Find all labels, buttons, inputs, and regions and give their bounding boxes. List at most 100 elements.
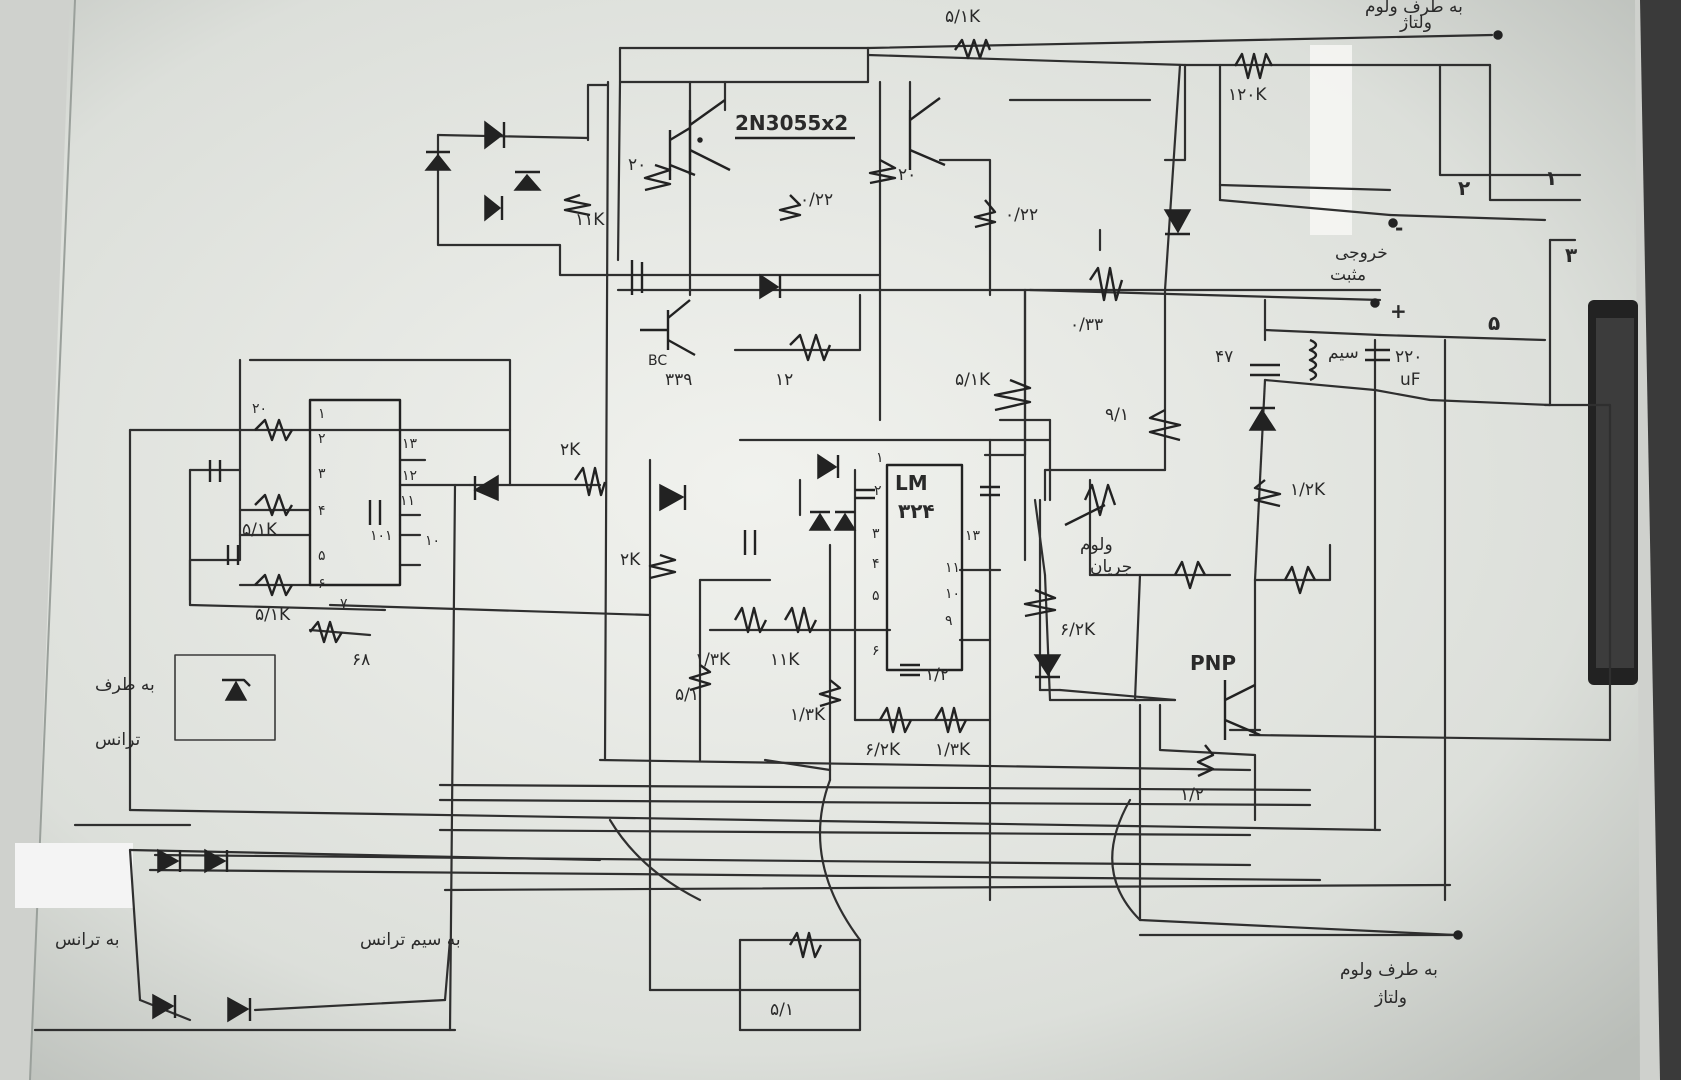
lm-pin-4: ۴ bbox=[872, 556, 880, 572]
inductor-coil bbox=[1308, 338, 1318, 382]
terminal-top-right bbox=[1493, 30, 1503, 40]
label-cap-47: ۴۷ bbox=[1215, 347, 1233, 367]
label-bottom-right-2: ولتاژ bbox=[1374, 988, 1407, 1008]
label-current-pot-2: جریان bbox=[1090, 557, 1132, 577]
ic-pin-7: ۷ bbox=[340, 596, 348, 612]
ic-pin-2: ۲ bbox=[318, 431, 326, 447]
label-output-2: مثبت bbox=[1330, 265, 1366, 285]
label-out-neg: - bbox=[1395, 216, 1403, 240]
diode-bl-1 bbox=[157, 848, 182, 874]
capacitor-47 bbox=[1250, 363, 1280, 377]
label-bc: BC bbox=[648, 353, 667, 369]
lm-pin-3: ۳ bbox=[872, 526, 880, 542]
label-r-12: ۱۲ bbox=[775, 370, 793, 390]
label-r-2k-left: ۲K bbox=[620, 550, 641, 570]
resistor-5-1k-mid bbox=[993, 378, 1032, 412]
ic-pin-4: ۴ bbox=[318, 503, 326, 519]
label-current-pot-1: ولوم bbox=[1080, 535, 1113, 555]
lm-pin-11: ۱۱ bbox=[945, 560, 960, 576]
ic-pin-11: ۱۱ bbox=[400, 493, 415, 509]
diode-bl-2 bbox=[204, 848, 229, 874]
resistor-0-33 bbox=[1089, 266, 1124, 302]
diode-bl-3 bbox=[152, 993, 177, 1020]
capacitor-ic-b bbox=[226, 545, 240, 565]
resistor-022-right bbox=[973, 199, 997, 229]
label-r-11k-b: ۱۱K bbox=[770, 650, 800, 670]
label-r-2k-in: ۲K bbox=[560, 440, 581, 460]
resistor-11k-b bbox=[783, 606, 818, 634]
lm324-body bbox=[885, 463, 964, 672]
label-top-right-1: به طرف ولوم bbox=[1365, 0, 1463, 17]
pot-pnp-b bbox=[1283, 565, 1317, 595]
ic-pin-10: ۱۰ bbox=[425, 533, 440, 549]
label-r-120k: ۱۲۰K bbox=[1228, 85, 1267, 105]
label-out-pos: + bbox=[1390, 299, 1407, 323]
resistor-5-1-bottom bbox=[788, 931, 823, 959]
label-r-11k: ۱۱K bbox=[575, 210, 605, 230]
pot-pnp-a bbox=[1173, 560, 1207, 590]
resistor-20-right bbox=[868, 158, 897, 185]
label-r-6-2k-b: ۶/۲K bbox=[865, 740, 901, 760]
label-r-ic-20: ۲۰ bbox=[252, 401, 267, 417]
zener-diode bbox=[222, 678, 251, 701]
resistor-68 bbox=[309, 620, 344, 644]
label-bottom-mid: به سیم ترانس bbox=[360, 930, 461, 950]
label-num-2: ۲ bbox=[1458, 176, 1470, 200]
label-r-20-right: ۲۰ bbox=[898, 165, 916, 185]
resistor-r-top bbox=[954, 38, 992, 60]
label-r-ic-5-1k: ۵/۱K bbox=[242, 520, 278, 540]
label-r-022-left: ۰/۲۲ bbox=[800, 190, 833, 210]
label-r-6-2k-a: ۶/۲K bbox=[1060, 620, 1096, 640]
lm-pin-5: ۵ bbox=[872, 588, 880, 604]
diode-bc bbox=[759, 273, 782, 300]
resistor-1-3k-c bbox=[933, 706, 968, 734]
label-coil: سیم bbox=[1328, 343, 1359, 363]
capacitor-ic-101 bbox=[368, 500, 382, 525]
label-r-20-left: ۲۰ bbox=[628, 155, 646, 175]
resistor-1-2k bbox=[1253, 479, 1282, 508]
lm324-label-1: LM bbox=[895, 471, 928, 495]
resistor-5-1 bbox=[688, 664, 712, 692]
label-r-1-2k: ۱/۲K bbox=[1290, 480, 1326, 500]
labels: ۵/۱K ۱۲۰K 2N3055x2 ۲۰ ۰/۲۲ ۲۰ ۰/۲۲ ۱۱K ۰… bbox=[55, 0, 1577, 1020]
resistor-6-2k-a bbox=[1023, 588, 1057, 618]
label-pnp: PNP bbox=[1190, 651, 1236, 675]
label-r-9-1: ۹/۱ bbox=[1105, 405, 1129, 425]
label-r-5-1-bottom: ۵/۱ bbox=[770, 1000, 794, 1020]
label-top-right-2: ولتاژ bbox=[1399, 13, 1432, 33]
label-r-68: ۶۸ bbox=[352, 650, 370, 670]
resistor-ic-5-1k bbox=[254, 493, 294, 517]
resistor-11k bbox=[563, 193, 592, 217]
label-r-top: ۵/۱K bbox=[945, 7, 981, 27]
lm324-label-2: ۳۲۴ bbox=[898, 499, 935, 523]
capacitor-lm-left bbox=[743, 530, 757, 555]
capacitor-main bbox=[630, 260, 644, 295]
label-cap-220-unit: uF bbox=[1400, 370, 1421, 390]
transistor-pnp bbox=[1223, 680, 1261, 740]
pot-current bbox=[1083, 483, 1117, 517]
label-transistor-part: 2N3055x2 bbox=[735, 111, 848, 135]
ic-pin-3: ۳ bbox=[318, 466, 326, 482]
lm-pin-13: ۱۳ bbox=[965, 528, 981, 544]
transistor-left-driver bbox=[668, 126, 696, 180]
label-bottom-left: به ترانس bbox=[55, 930, 120, 950]
label-left-side-2: ترانس bbox=[95, 730, 141, 750]
resistor-1-3k-a bbox=[733, 606, 768, 634]
capacitor-1-2 bbox=[900, 663, 920, 677]
binder-clip-inner bbox=[1596, 318, 1634, 668]
diode-lm-4 bbox=[659, 483, 687, 512]
ic-pin-5: ۵ bbox=[318, 548, 326, 564]
label-num-5: ۵ bbox=[1488, 311, 1500, 335]
diode-bl-4 bbox=[227, 996, 252, 1023]
label-r-1-3k-c: ۱/۳K bbox=[935, 740, 971, 760]
resistor-ic-5-1k-2 bbox=[254, 573, 294, 597]
terminal-out-pos bbox=[1370, 298, 1380, 308]
label-r-1-3k-b: ۱/۳K bbox=[790, 705, 826, 725]
resistor-2k-in bbox=[574, 466, 607, 497]
diode-lm-3 bbox=[833, 510, 857, 531]
label-r-ic-5-1k-2: ۵/۱K bbox=[255, 605, 291, 625]
capacitor-lm-right bbox=[980, 485, 1000, 497]
label-bc-num: ۳۳۹ bbox=[665, 370, 692, 390]
label-left-side-1: به طرف bbox=[95, 675, 155, 695]
label-r-pnp-1-2: ۱/۲ bbox=[1180, 785, 1204, 805]
